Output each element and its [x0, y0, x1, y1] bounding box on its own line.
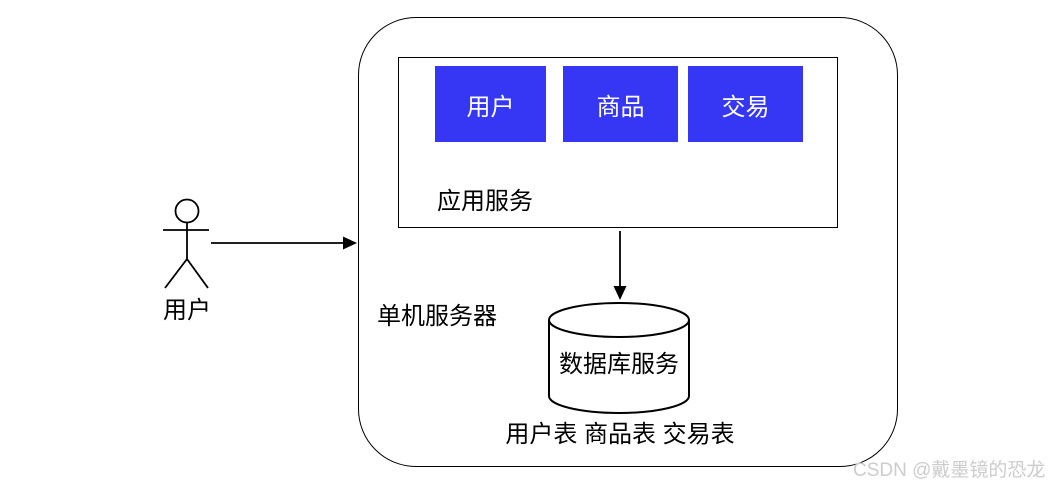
module-product: 商品 — [563, 66, 678, 142]
stick-figure-icon — [163, 198, 209, 289]
app-service-box: 用户 商品 交易 应用服务 — [398, 57, 838, 228]
app-to-database-arrow — [613, 231, 627, 300]
database-label: 数据库服务 — [559, 351, 679, 378]
app-service-label: 应用服务 — [437, 188, 533, 215]
csdn-watermark: CSDN @戴墨镜的恐龙 — [853, 460, 1046, 481]
server-boundary-box — [358, 17, 898, 467]
module-user: 用户 — [435, 66, 546, 142]
user-actor-label: 用户 — [163, 297, 211, 324]
server-label: 单机服务器 — [377, 303, 497, 330]
tables-caption: 用户表 商品表 交易表 — [505, 421, 735, 448]
module-trade: 交易 — [688, 66, 803, 142]
database-cylinder-icon — [548, 302, 690, 414]
user-to-server-arrow — [211, 236, 357, 250]
